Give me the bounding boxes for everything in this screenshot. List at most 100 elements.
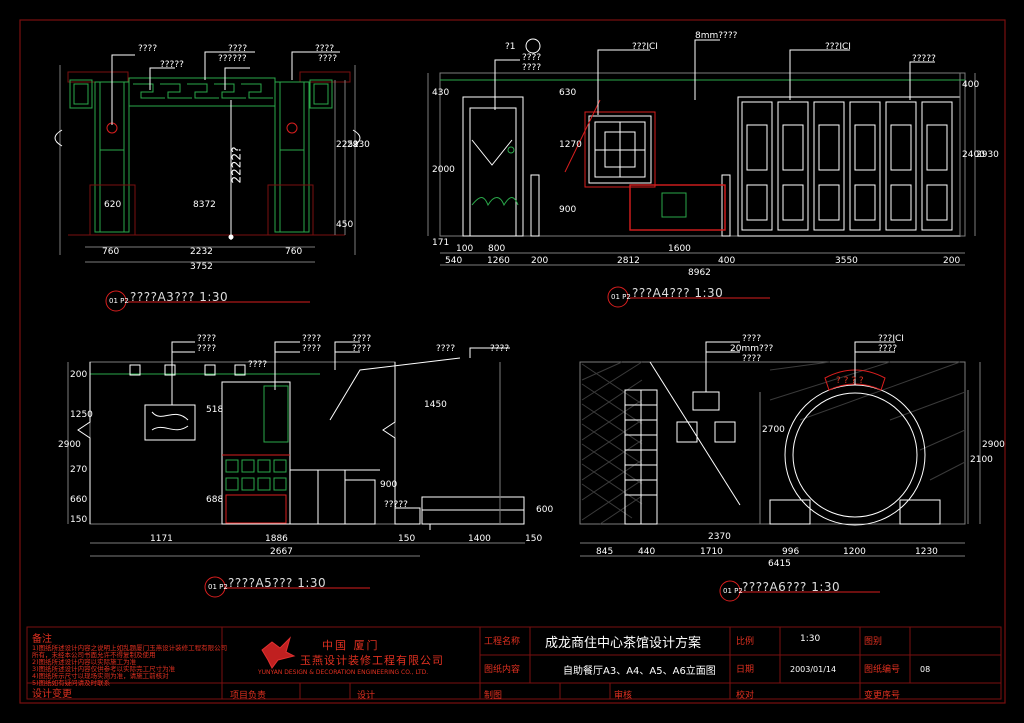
callout-a6-2: 20mm??? [730,344,774,354]
title-block-lines [26,626,1002,700]
project-label: 工程名称 [484,637,521,647]
callout-a3-6: ???? [318,54,338,64]
note-line-4: 3)图纸所述设计内容仅供参考以实际完工尺寸为准 [32,665,176,673]
note-line-1: 1)图纸所述设计内容之说明上如乱题厦门玉燕设计装修工程有限公司 [32,644,228,652]
drawing-content: 自助餐厅A3、A4、A5、A6立面图 [563,666,716,677]
dim-a5-518: 518 [206,405,224,415]
dim-a4-171: 171 [432,238,450,248]
dim-a6-1710: 1710 [700,547,723,557]
callout-a6-4: ???ICI [878,334,904,344]
dim-a4-200: 200 [531,256,549,266]
title-a4: ???A4??? 1:30 [632,286,724,300]
dim-a6-1200: 1200 [843,547,866,557]
checker-label: 审核 [614,691,633,701]
dim-a5-1400: 1400 [468,534,491,544]
callout-a3-2: ???? [228,44,248,54]
callout-a5-9: ???? [248,360,268,370]
callout-a6-1: ???? [742,334,762,344]
dim-a5-900: 900 [380,480,398,490]
dim-a4-430: 430 [432,88,450,98]
dim-a6-2900: 2900 [982,440,1005,450]
callout-a3-5: ????? [160,60,184,70]
notes-heading: 备注 [32,634,52,645]
sheet-border [19,19,1006,704]
dim-a5-600: 600 [536,505,554,515]
callout-a4-1: ???? [522,53,542,63]
dim-a4-100: 100 [456,244,474,254]
date-value: 2003/01/14 [790,665,837,674]
dim-a6-2100: 2100 [970,455,993,465]
callout-a3-4: ?????? [218,54,247,64]
callout-a5-8: ???? [490,344,510,354]
dim-a4-900: 900 [559,205,577,215]
dim-a3-2232: 2232 [190,247,213,257]
dim-a6-2700: 2700 [762,425,785,435]
circle-tag-a6: 01 P2 [723,587,743,595]
dim-a5-1250: 1250 [70,410,93,420]
dim-a4-8962: 8962 [688,268,711,278]
dim-a5-150-left: 150 [70,515,88,525]
elevation-a4 [427,38,976,308]
elevation-a6 [579,341,981,602]
dim-a5-660: 660 [70,495,88,505]
dim-a4-630: 630 [559,88,577,98]
project-name: 成龙商住中心茶馆设计方案 [545,636,702,651]
dim-a3-2251: 2251 [336,140,359,150]
callout-a5-3: ???? [302,334,322,344]
dim-a5-150: 150 [398,534,416,544]
dim-a4-400-right: 400 [962,80,980,90]
dim-a6-6415: 6415 [768,559,791,569]
title-a6: ????A6??? 1:30 [742,580,841,594]
dim-a4-1600: 1600 [668,244,691,254]
dim-a4-2400: 2400 [962,150,985,160]
elevation-a3 [54,51,361,312]
drawing-number: 08 [920,665,931,674]
dim-a5-1886: 1886 [265,534,288,544]
dim-a5-1171: 1171 [150,534,173,544]
callout-a3-3: ???? [315,44,335,54]
title-a3: ????A3??? 1:30 [130,290,229,304]
callout-a4-3: ???ICI [632,42,658,52]
callout-a6-5: ???? [878,344,898,354]
dim-a3-760-right: 760 [285,247,303,257]
dim-a5-1450: 1450 [424,400,447,410]
scale-value: 1:30 [800,634,821,644]
dim-a3-2930: 2930 [347,140,370,150]
dim-a4-2930: 2930 [976,150,999,160]
note-line-3: 2)图纸所述设计内容以实际施工为准 [32,658,137,666]
callout-a5-10: ????? [384,500,408,510]
date-label: 日期 [736,665,755,675]
callout-a5-6: ???? [352,344,372,354]
callout-a5-7: ???? [436,344,456,354]
dim-a4-200-right: 200 [943,256,961,266]
dim-a3-8372: 8372 [193,200,216,210]
company-region: 中国 厦门 [322,639,380,652]
dim-a5-200: 200 [70,370,88,380]
callout-a3-1: ???? [138,44,158,54]
project-lead-label: 项目负责 [230,691,267,701]
note-line-6: 5)图纸如有疑问请及时联系 [32,679,111,687]
company-name-en: YUNYAN DESIGN & DECORATION ENGINEERING C… [258,669,429,676]
dim-a4-400: 400 [718,256,736,266]
drawing-number-label: 图纸编号 [864,665,901,675]
design-change-label: 设计变更 [32,689,72,700]
dim-a5-2667: 2667 [270,547,293,557]
dim-a3-450: 450 [336,220,354,230]
content-label: 图纸内容 [484,665,521,675]
callout-a4-6: ????? [912,54,936,64]
drawing-type-label: 图别 [864,637,883,647]
note-line-5: 4)图纸所示尺寸以现场实测为准，请施工前核对 [32,672,169,680]
callout-a5-5: ???? [352,334,372,344]
note-line-2: 所有，未经本公司书面允许不得复制及使用 [32,651,156,659]
dim-a4-1260: 1260 [487,256,510,266]
callout-a4-2: ???? [522,63,542,73]
height-label-a3: 2222? [229,146,244,184]
dim-a4-2000: 2000 [432,165,455,175]
dim-a4-800: 800 [488,244,506,254]
callout-a4-4: 8mm???? [695,31,738,41]
arch-sign: ? ? ? ? [836,376,864,386]
dim-a3-620: 620 [104,200,122,210]
scale-label: 比例 [736,637,755,647]
